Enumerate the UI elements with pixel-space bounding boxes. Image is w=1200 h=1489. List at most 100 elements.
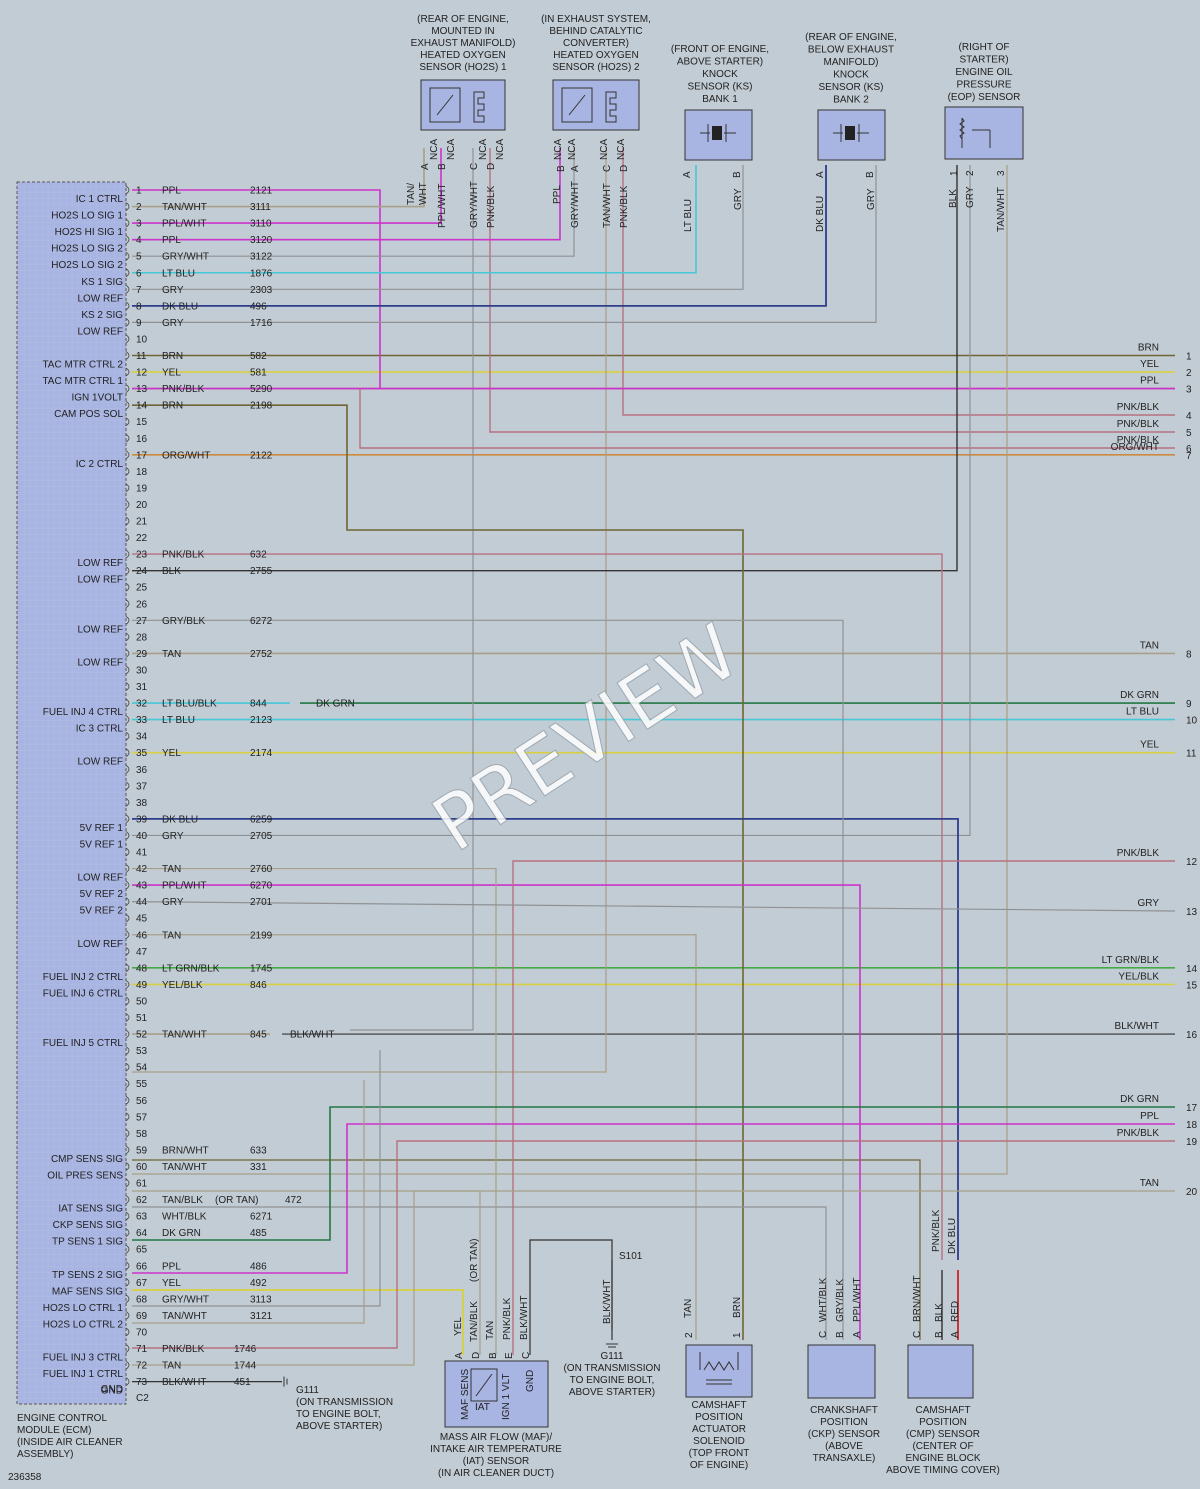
output-number: 16 xyxy=(1186,1030,1198,1041)
ks2-wire: GRY xyxy=(866,188,877,210)
output-number: 8 xyxy=(1186,649,1192,660)
output-wire-color: GRY xyxy=(1138,898,1160,909)
label: PNK/BLK xyxy=(502,1297,513,1340)
ecm-pin-number: 20 xyxy=(136,500,148,511)
output-wire-color: BLK/WHT xyxy=(1115,1021,1159,1032)
ecm-pin-connector xyxy=(125,1162,130,1171)
nca-label: NCA xyxy=(429,139,440,160)
iat-label: IAT xyxy=(475,1402,490,1413)
wire-ks2-b xyxy=(132,165,877,323)
ecm-wire-circuit: 492 xyxy=(250,1278,267,1289)
camshaft-actuator-solenoid xyxy=(685,1344,753,1398)
component-label: (RIGHT OF xyxy=(959,42,1010,53)
cmp-wire: BRN/WHT xyxy=(912,1275,923,1322)
ecm-pin-number: 58 xyxy=(136,1129,148,1140)
ecm-pin-label: CAM POS SOL xyxy=(54,409,123,420)
eop-sensor xyxy=(944,106,1024,160)
g111-label: ABOVE STARTER) xyxy=(296,1421,382,1432)
ecm-pin-connector xyxy=(125,351,130,360)
ecm-pin-number: 46 xyxy=(136,930,148,941)
output-number: 4 xyxy=(1186,411,1192,422)
ecm-pin-number: 4 xyxy=(136,235,142,246)
ecm-wire-circuit: 3111 xyxy=(250,202,271,213)
ecm-pin-connector xyxy=(125,268,130,278)
ecm-pin-connector xyxy=(125,1360,130,1370)
ecm-pin-label: IC 1 CTRL xyxy=(76,194,124,205)
ecm-wire-color: YEL xyxy=(162,1278,181,1289)
component-label: BANK 1 xyxy=(702,94,738,105)
output-wire-color: YEL xyxy=(1140,359,1159,370)
label: BRN xyxy=(732,1297,743,1318)
ecm-pin-number: 32 xyxy=(136,699,148,710)
ecm-pin-number: 27 xyxy=(136,616,148,627)
component-label: MASS AIR FLOW (MAF)/ xyxy=(440,1432,552,1443)
wire-ckp-a xyxy=(132,884,861,1340)
ecm-wire-color: PPL xyxy=(162,235,181,246)
label: PNK/BLK xyxy=(931,1209,942,1252)
ecm-pin-number: 31 xyxy=(136,682,148,693)
label: 1 xyxy=(732,1332,743,1338)
ecm-pin-label: FUEL INJ 5 CTRL xyxy=(43,1038,124,1049)
ecm-pin-number: 15 xyxy=(136,417,148,428)
nca-label: NCA xyxy=(567,139,578,160)
ecm-pin-number: 47 xyxy=(136,947,148,958)
component-label: INTAKE AIR TEMPERATURE xyxy=(430,1444,562,1455)
wire-out-17 xyxy=(132,1106,1175,1241)
ecm-pin-connector xyxy=(125,1095,130,1105)
ecm-pin-connector xyxy=(125,864,130,873)
ecm-pin-number: 44 xyxy=(136,897,148,908)
ecm-wire-circuit: 3113 xyxy=(250,1294,272,1305)
nca-label: NCA xyxy=(446,139,457,160)
ecm-wire-color: YEL xyxy=(162,368,181,379)
ecm-pin-number: 73 xyxy=(136,1377,148,1388)
ecm-pin-number: 19 xyxy=(136,483,148,494)
ecm-pin-number: 13 xyxy=(136,384,148,395)
output-wire-color: DK GRN xyxy=(1120,1094,1159,1105)
nca-label: NCA xyxy=(616,139,627,160)
component-label: (IN AIR CLEANER DUCT) xyxy=(438,1468,554,1479)
component-label: ACTUATOR xyxy=(692,1424,746,1435)
ecm-pin-number: 37 xyxy=(136,781,148,792)
ecm-pin-connector xyxy=(125,549,130,559)
component-label: (REAR OF ENGINE, xyxy=(417,14,509,25)
ecm-pin-connector xyxy=(125,946,130,956)
components-layer xyxy=(420,79,1024,1428)
ecm-wire-circuit: 3122 xyxy=(250,252,273,263)
ckp-sensor xyxy=(807,1344,876,1399)
ecm-pin-label: HO2S LO SIG 2 xyxy=(51,260,123,271)
output-number: 3 xyxy=(1186,385,1192,396)
output-number: 14 xyxy=(1186,964,1198,975)
ecm-wire-color: LT BLU/BLK xyxy=(162,699,217,710)
ecm-wire-color: YEL/BLK xyxy=(162,980,203,991)
ecm-wire-color: BLK xyxy=(162,566,181,577)
component-label: (FRONT OF ENGINE, xyxy=(671,44,769,55)
component-label: (REAR OF ENGINE, xyxy=(805,32,897,43)
ecm-pin-number: 50 xyxy=(136,996,148,1007)
ecm-pin-connector xyxy=(125,1277,130,1287)
ecm-pin-label: 5V REF 2 xyxy=(80,906,124,917)
ho2s2-pin: C xyxy=(602,165,613,172)
ecm-pin-connector xyxy=(125,400,130,410)
ecm-wire-circuit: 486 xyxy=(250,1261,267,1272)
wire-ho2s1-c xyxy=(350,148,474,1031)
ho2s1-pin: D xyxy=(486,163,497,170)
ecm-pin-number: 54 xyxy=(136,1063,148,1074)
ecm-wire-circuit: 2174 xyxy=(250,748,273,759)
label: A xyxy=(815,171,826,178)
ecm-pin-connector xyxy=(125,185,130,195)
ecm-pin-label: LOW REF xyxy=(77,624,123,635)
ecm-wire-circuit: 2760 xyxy=(250,864,273,875)
eop-wire: BLK xyxy=(948,189,959,208)
ground-symbol-g111 xyxy=(606,1343,618,1348)
maf-iat-sensor xyxy=(444,1360,549,1428)
ecm-pin-number: 12 xyxy=(136,368,148,379)
ecm-wire-color: TAN/WHT xyxy=(162,1311,207,1322)
ecm-pin-connector xyxy=(125,334,130,344)
ecm-pin-label: TP SENS 2 SIG xyxy=(52,1270,123,1281)
ecm-wire-color: PPL/WHT xyxy=(162,219,206,230)
ecm-wire-color: BRN/WHT xyxy=(162,1145,209,1156)
component-label: CONVERTER) xyxy=(563,38,629,49)
ecm-pin-label: 5V REF 1 xyxy=(80,839,124,850)
ecm-pin-label: TP SENS 1 SIG xyxy=(52,1237,123,1248)
label: A xyxy=(950,1331,961,1338)
